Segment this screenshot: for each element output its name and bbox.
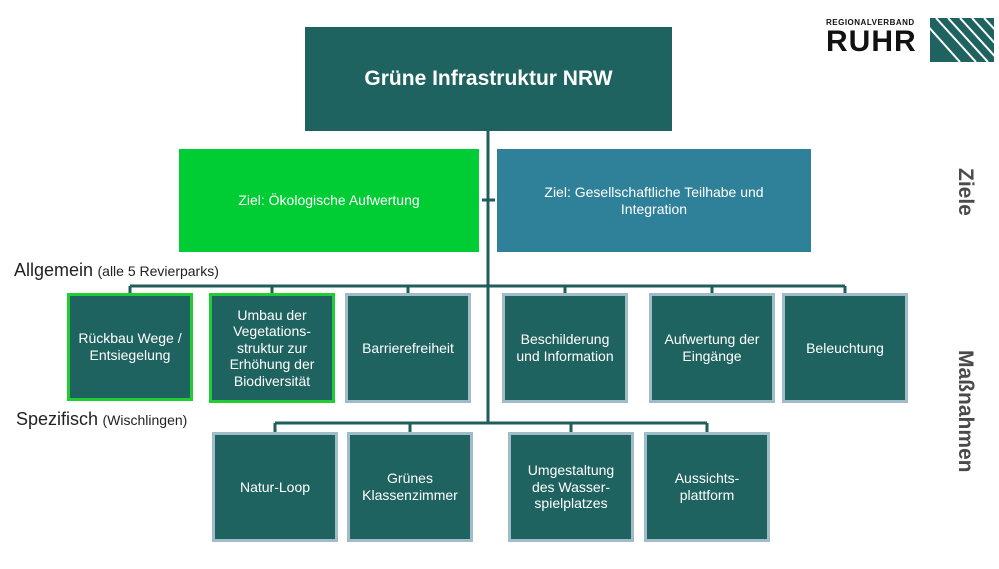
side-label-ziele: Ziele [954,168,977,216]
section-general-note: (alle 5 Revierparks) [97,263,219,279]
measure-beschilderung: Beschilderung und Information [502,293,628,403]
measure-rueckbau-wege: Rückbau Wege / Entsiegelung [67,293,193,401]
measure-label: Aufwertung der Eingänge [664,331,760,364]
measure-label: Aussichts-plattform [674,470,740,503]
logo-top-text: REGIONALVERBAND [826,18,915,27]
measure-label: Natur-Loop [239,478,311,495]
section-general-title: Allgemein [14,260,94,280]
goal-social-label: Ziel: Gesellschaftliche Teilhabe und Int… [544,183,764,217]
section-specific-label: Spezifisch (Wischlingen) [16,409,187,430]
measure-label: Barrierefreiheit [362,339,454,356]
measure-wasserspielplatz: Umgestaltung des Wasser-spielplatzes [508,432,634,542]
measure-natur-loop: Natur-Loop [212,432,338,542]
logo-stripes-icon [930,18,994,62]
goal-social: Ziel: Gesellschaftliche Teilhabe und Int… [497,149,811,252]
measure-label: Rückbau Wege / Entsiegelung [78,330,182,363]
root-title: Grüne Infrastruktur NRW [364,66,613,90]
section-specific-note: (Wischlingen) [102,412,188,428]
measure-barrierefreiheit: Barrierefreiheit [345,293,471,403]
measure-label: Umbau der Vegetations-struktur zur Erhöh… [229,306,315,389]
root-node: Grüne Infrastruktur NRW [305,27,672,131]
measure-beleuchtung: Beleuchtung [782,293,908,403]
measure-label: Umgestaltung des Wasser-spielplatzes [527,462,615,512]
measure-gruenes-klassenzimmer: Grünes Klassenzimmer [347,432,473,542]
side-label-massnahmen: Maßnahmen [954,350,977,473]
measure-label: Grünes Klassenzimmer [362,470,458,503]
measure-label: Beleuchtung [806,339,884,356]
regionalverband-ruhr-logo: REGIONALVERBAND RUHR [826,18,994,62]
measure-aussichtsplattform: Aussichts-plattform [644,432,770,542]
measure-label: Beschilderung und Information [516,331,614,364]
goal-ecological: Ziel: Ökologische Aufwertung [179,149,479,252]
logo-main-text: RUHR [826,25,917,58]
measure-vegetationsstruktur: Umbau der Vegetations-struktur zur Erhöh… [209,293,335,403]
section-specific-title: Spezifisch [16,409,99,429]
measure-aufwertung-eingaenge: Aufwertung der Eingänge [649,293,775,403]
goal-ecological-label: Ziel: Ökologische Aufwertung [238,192,420,209]
section-general-label: Allgemein (alle 5 Revierparks) [14,260,219,281]
